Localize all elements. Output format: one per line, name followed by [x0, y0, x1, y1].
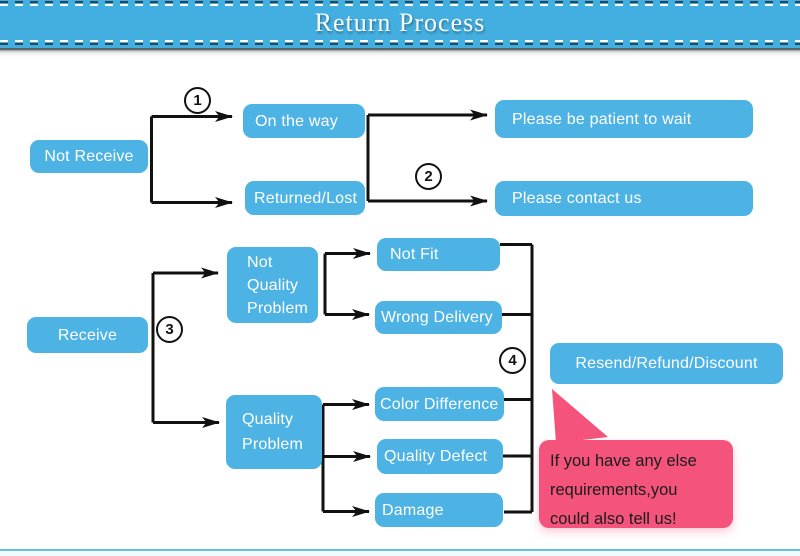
step-circle-3: 3 [156, 316, 183, 343]
header-drop-shadow [0, 48, 800, 57]
node-resend-refund-discount: Resend/Refund/Discount [550, 343, 783, 384]
node-quality-problem: Quality Problem [226, 395, 322, 469]
node-on-the-way: On the way [243, 104, 365, 138]
node-not-receive: Not Receive [30, 140, 148, 173]
node-receive: Receive [27, 317, 148, 353]
step-circle-4: 4 [499, 347, 526, 374]
bubble-tail [552, 389, 608, 443]
footer-fill [0, 551, 800, 556]
node-returned-lost: Returned/Lost [245, 181, 365, 215]
node-please-be-patient: Please be patient to wait [495, 100, 753, 138]
header-bottom-dashed-line [0, 40, 800, 42]
step-circle-2: 2 [415, 163, 442, 190]
header-bottom-dashed-shadow [0, 42, 800, 45]
note-speech-bubble: If you have any else requirements,you co… [539, 440, 733, 528]
node-not-fit: Not Fit [377, 238, 500, 271]
node-please-contact-us: Please contact us [495, 181, 753, 216]
node-damage: Damage [375, 493, 503, 527]
node-not-quality-problem: Not Quality Problem [227, 247, 318, 323]
node-quality-defect: Quality Defect [377, 439, 503, 474]
node-color-difference: Color Difference [375, 387, 504, 421]
header-top-dashed-line [0, 3, 800, 6]
step-circle-1: 1 [184, 87, 211, 114]
header-banner: Return Process [0, 0, 800, 48]
node-wrong-delivery: Wrong Delivery [375, 301, 502, 334]
header-top-dashed-shadow [0, 1, 800, 3]
page-title: Return Process [314, 8, 486, 37]
footer-line [0, 549, 800, 551]
